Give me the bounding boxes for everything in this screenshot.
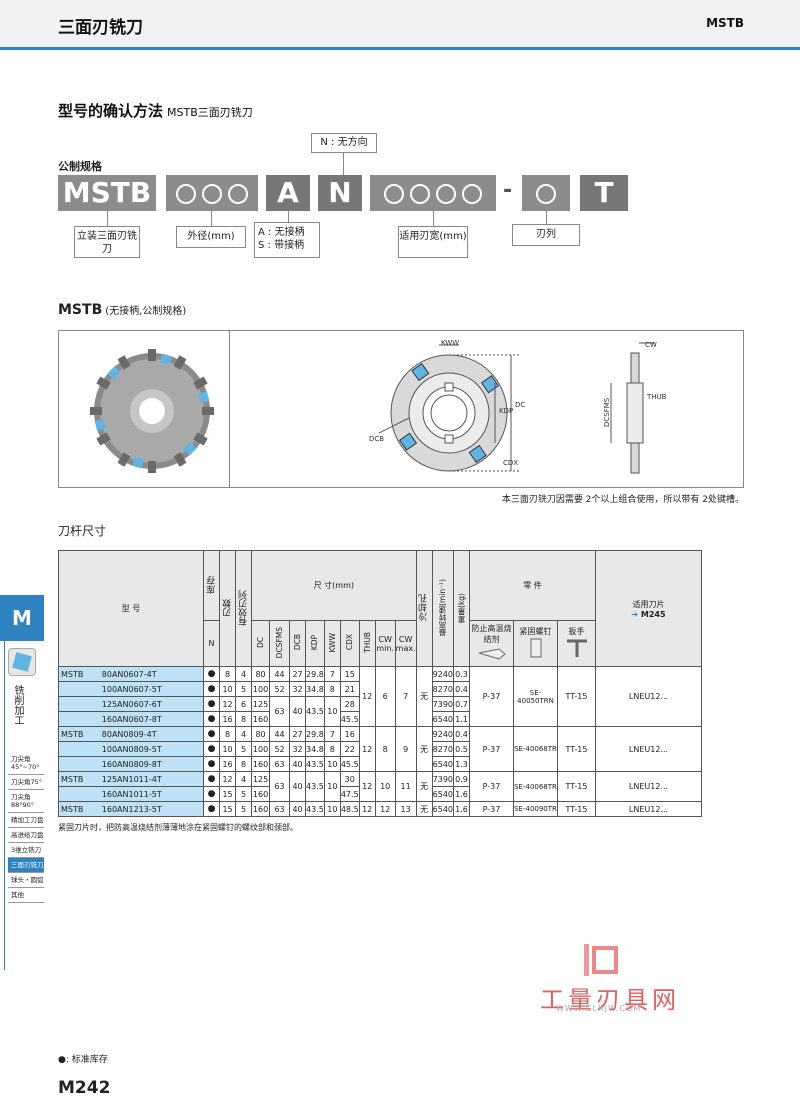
code-box-mstb: MSTB bbox=[58, 175, 156, 211]
watermark-url: WWW.GLRJW.COM bbox=[556, 1004, 642, 1013]
table-row: 100AN0607-5T ● 10 5 100 52 32 34.8 8 21 … bbox=[57, 681, 702, 697]
table-row: MSTB 125AN1011-4T ● 12 4 125 63 40 43.5 … bbox=[57, 771, 702, 802]
ann-width: 适用刃宽(mm) bbox=[398, 226, 468, 258]
side-nav-item[interactable]: 刀尖角75° bbox=[8, 775, 44, 790]
side-nav-item[interactable]: 高进给刀盘 bbox=[8, 828, 44, 843]
diagram-frame: KWW KDP DC DCB CDX DCSFMS CW THUB bbox=[58, 330, 744, 488]
table-row: MSTB 80AN0809-4T ● 8 4 80 44 27 29.8 7 1… bbox=[57, 726, 702, 772]
table-row: MSTB 160AN1213-5T ● 15 5 160 63 40 43.5 … bbox=[57, 801, 702, 817]
watermark-logo-icon bbox=[584, 944, 618, 976]
spec-label: 公制规格 bbox=[58, 160, 102, 173]
side-vertical-label: 铣削加工 bbox=[12, 685, 23, 725]
side-nav-item[interactable]: 精加工刀盘 bbox=[8, 813, 44, 828]
side-nav-item[interactable]: 刀尖角88°90° bbox=[8, 790, 44, 813]
technical-drawing: KWW KDP DC DCB CDX DCSFMS CW THUB bbox=[369, 339, 667, 474]
n-note: N : 无方向 bbox=[311, 133, 377, 153]
label-dcb: DCB bbox=[369, 435, 384, 443]
mstb-title: MSTB(无接柄,公制规格) bbox=[58, 302, 187, 318]
table-row: 160AN0809-8T ● 16 8 160 63 40 43.5 10 45… bbox=[57, 756, 702, 772]
label-kww: KWW bbox=[441, 339, 459, 347]
wrench-icon bbox=[566, 639, 587, 657]
ann-dia: 外径(mm) bbox=[176, 226, 246, 248]
label-kdp: KDP bbox=[499, 407, 513, 415]
table-row: MSTB 80AN0607-4T ● 8 4 80 44 27 29.8 7 1… bbox=[57, 666, 702, 727]
side-nav-item[interactable]: 3维立铣刀 bbox=[8, 843, 44, 858]
label-cw: CW bbox=[645, 341, 657, 349]
table-footnote: 紧固刀片时，把防高温烧结剂薄薄地涂在紧固螺钉的螺纹部和颈部。 bbox=[58, 823, 298, 832]
screw-icon bbox=[530, 638, 541, 658]
product-photo bbox=[90, 349, 214, 473]
header-title: 三面刃铣刀 bbox=[58, 18, 143, 38]
side-nav: 刀尖角45°~70° 刀尖角75° 刀尖角88°90° 精加工刀盘 高进给刀盘 … bbox=[8, 752, 44, 903]
label-thub: THUB bbox=[646, 393, 667, 401]
side-nav-item[interactable]: 球头・圆弧 bbox=[8, 873, 44, 888]
page-header: 三面刃铣刀 MSTB bbox=[0, 0, 800, 50]
label-dcsfms: DCSFMS bbox=[603, 397, 611, 427]
side-line bbox=[4, 640, 5, 970]
label-cdx: CDX bbox=[503, 459, 518, 467]
legend: ●: 标准库存 bbox=[58, 1055, 108, 1065]
code-dash: - bbox=[503, 178, 513, 203]
side-nav-item-active[interactable]: 三面刃铣刀 bbox=[8, 858, 44, 873]
page-number: M242 bbox=[58, 1078, 111, 1098]
code-box-row bbox=[522, 175, 570, 211]
code-box-t: T bbox=[580, 175, 628, 211]
spec-table: 型 号 库存 刃数 有效刃列 尺 寸(mm) 冷却孔 最高转速(min⁻¹) 重… bbox=[57, 550, 702, 817]
label-dc: DC bbox=[515, 401, 525, 409]
code-box-n: N bbox=[318, 175, 362, 211]
grease-tube-icon bbox=[478, 647, 506, 660]
table-row: 160AN0607-8T ● 16 8 160 45.5 6540 1.1 bbox=[57, 711, 702, 727]
code-box-dia bbox=[166, 175, 258, 211]
code-box-width bbox=[370, 175, 496, 211]
ann-row: 刃列 bbox=[512, 224, 580, 246]
ann-shank: A : 无接柄 S : 带接柄 bbox=[254, 222, 320, 258]
th-dims: 尺 寸(mm) bbox=[251, 550, 417, 621]
table-row: 125AN0607-6T ● 12 6 125 63 40 43.5 10 28… bbox=[57, 696, 702, 727]
side-nav-item[interactable]: 刀尖角45°~70° bbox=[8, 752, 44, 775]
code-box-a: A bbox=[266, 175, 310, 211]
th-model: 型 号 bbox=[57, 550, 205, 667]
table-title: 刀杆尺寸 bbox=[58, 524, 107, 538]
header-code: MSTB bbox=[706, 16, 744, 30]
watermark-text: 工量刃具网 bbox=[540, 986, 680, 1014]
keyway-note: 本三面刃铣刀因需要 2个以上组合使用，所以带有 2处键槽。 bbox=[501, 495, 744, 505]
side-nav-item[interactable]: 其他 bbox=[8, 888, 44, 903]
milling-icon bbox=[8, 648, 36, 676]
side-tab-m[interactable]: M bbox=[0, 595, 44, 641]
ann-type: 立装三面刃铣刀 bbox=[74, 226, 140, 258]
